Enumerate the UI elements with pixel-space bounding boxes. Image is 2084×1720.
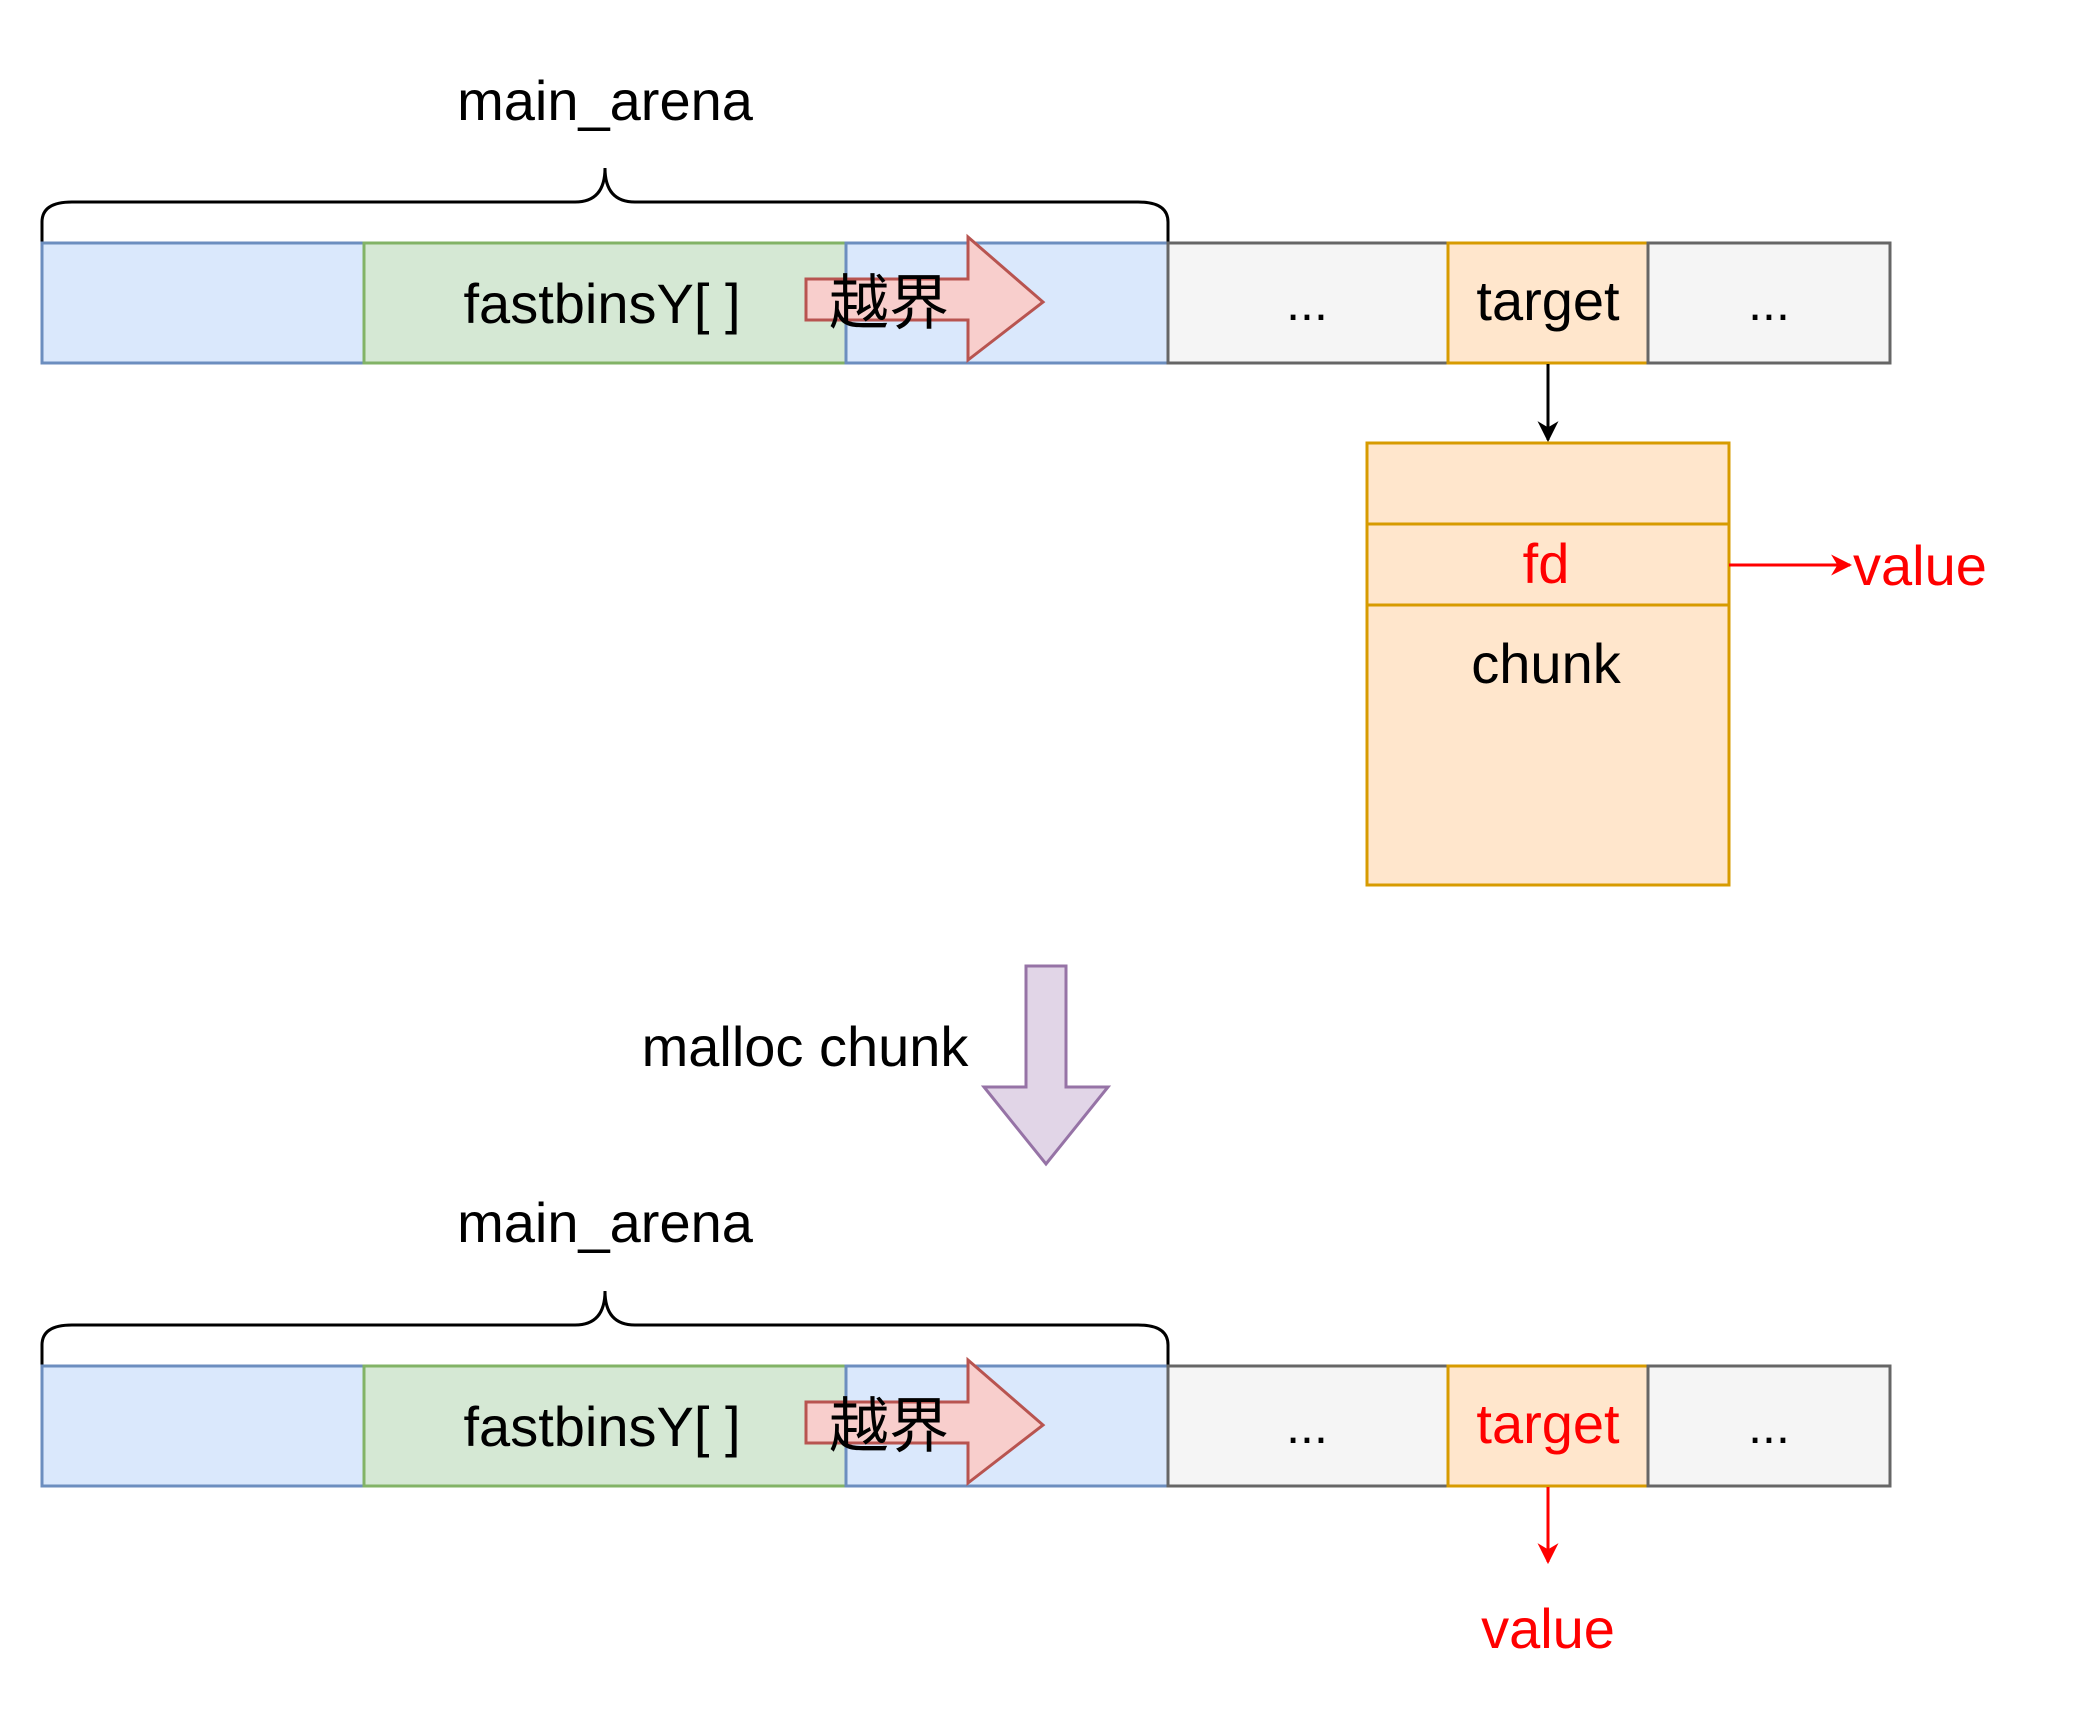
top-ellipsis-1: ... [1286, 275, 1328, 331]
bottom-arena-label: main_arena [457, 1191, 754, 1254]
top-arena-label: main_arena [457, 69, 754, 132]
chunk-fd-label: fd [1523, 532, 1570, 595]
target-value-label: value [1481, 1597, 1615, 1660]
fd-value-label: value [1853, 534, 1987, 597]
top-overflow-arrow [804, 233, 1046, 364]
bottom-ellipsis-block-2 [1646, 1364, 1892, 1488]
bottom-arena-brace [40, 1290, 1170, 1365]
malloc-down-arrow [980, 964, 1112, 1167]
bottom-overflow-arrow [804, 1356, 1046, 1487]
bottom-section: main_arena fastbinsY[ ] 越界 ... target ..… [40, 1191, 1892, 1660]
bottom-ellipsis-1: ... [1286, 1398, 1328, 1454]
top-ellipsis-block-2 [1646, 241, 1892, 365]
top-section: main_arena fastbinsY[ ] 越界 ... target ..… [40, 69, 1987, 887]
top-overflow-label: 越界 [829, 270, 949, 337]
bottom-arena-block-left [40, 1364, 366, 1488]
top-target-label: target [1476, 269, 1620, 332]
bottom-overflow-label: 越界 [829, 1393, 949, 1460]
bottom-target-label: target [1476, 1392, 1620, 1455]
bottom-target-block [1446, 1364, 1650, 1488]
top-fastbins-block [362, 241, 848, 365]
chunk-body-cell [1365, 603, 1731, 887]
bottom-fastbins-label: fastbinsY[ ] [463, 1395, 740, 1458]
top-ellipsis-block-1 [1166, 241, 1450, 365]
chunk-label: chunk [1471, 632, 1621, 695]
top-ellipsis-2: ... [1748, 275, 1790, 331]
chunk-block: fd chunk [1365, 441, 1731, 887]
bottom-ellipsis-2: ... [1748, 1398, 1790, 1454]
chunk-header-cell [1365, 441, 1731, 526]
top-fastbins-label: fastbinsY[ ] [463, 272, 740, 335]
malloc-chunk-label: malloc chunk [642, 1015, 970, 1078]
top-arena-block-left [40, 241, 366, 365]
bottom-ellipsis-block-1 [1166, 1364, 1450, 1488]
top-arena-brace [40, 167, 1170, 242]
transition-section: malloc chunk [642, 964, 1112, 1167]
